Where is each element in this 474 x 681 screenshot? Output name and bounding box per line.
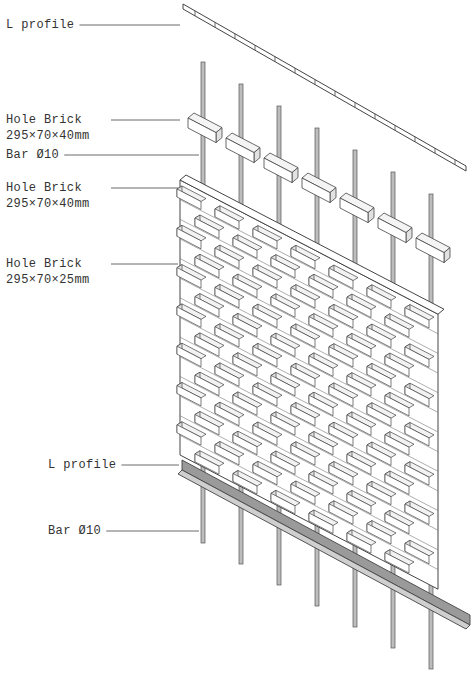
hole-brick <box>226 138 254 163</box>
course-line <box>180 396 438 530</box>
profile-tick <box>355 102 356 107</box>
leader-line <box>121 465 179 466</box>
loose-bricks <box>188 113 450 263</box>
protruding-brick <box>177 307 201 328</box>
course-line <box>180 376 438 510</box>
protruding-brick <box>177 228 201 249</box>
course-line <box>180 318 438 452</box>
course-line <box>180 435 438 569</box>
protruding-brick <box>177 346 201 367</box>
profile-tick <box>395 125 396 130</box>
leader-line <box>106 531 199 532</box>
course-line <box>180 416 438 550</box>
part-label: L profile <box>47 457 117 473</box>
profile-tick <box>195 11 196 16</box>
profile-tick <box>455 160 456 165</box>
hole-brick <box>416 238 444 263</box>
l-profile-outline <box>183 4 466 171</box>
leader-line <box>79 25 180 26</box>
profile-tick <box>415 137 416 142</box>
leader-line <box>111 120 180 121</box>
brick-end <box>444 248 450 263</box>
brick-end <box>330 188 336 203</box>
hole-brick <box>340 198 368 223</box>
course-line <box>180 259 438 393</box>
brick-end <box>406 228 412 243</box>
brick-end <box>292 168 298 183</box>
protruding-brick <box>385 553 409 573</box>
protruding-brick <box>195 454 219 474</box>
hole-brick <box>188 118 216 143</box>
profile-tick <box>335 91 336 96</box>
leader-line <box>111 188 178 189</box>
hole-brick <box>302 178 330 203</box>
protruding-brick <box>271 493 295 514</box>
leader-line <box>111 264 178 265</box>
profile-tick <box>255 45 256 50</box>
course-line <box>180 278 438 412</box>
leader-line <box>64 155 199 156</box>
profile-tick <box>375 114 376 119</box>
protruding-brick <box>177 386 201 406</box>
course-line <box>180 200 438 334</box>
profile-tick <box>215 22 216 27</box>
top-l-profile <box>183 4 466 171</box>
brick-end <box>368 208 374 223</box>
brick-panel <box>177 175 444 589</box>
brick-end <box>216 128 222 143</box>
protruding-brick <box>309 513 333 534</box>
profile-tick <box>295 68 296 73</box>
profile-tick <box>235 34 236 39</box>
part-label: Hole Brick 295×70×40mm <box>5 112 107 144</box>
hole-brick <box>378 218 406 243</box>
protruding-brick <box>177 189 201 210</box>
part-label: Hole Brick 295×70×25mm <box>5 256 107 288</box>
profile-tick <box>315 80 316 85</box>
part-label: Hole Brick 295×70×40mm <box>5 180 107 212</box>
course-line <box>180 239 438 373</box>
hole-brick <box>264 158 292 183</box>
part-label: Bar Ø10 <box>5 147 60 163</box>
protruding-brick <box>177 268 201 289</box>
course-line <box>180 357 438 491</box>
protruding-brick <box>233 474 257 495</box>
protruding-brick <box>177 425 201 445</box>
profile-tick <box>435 148 436 153</box>
part-label: L profile <box>5 17 75 33</box>
course-line <box>180 298 438 432</box>
protruding-brick <box>347 533 371 554</box>
panel-top <box>180 175 444 314</box>
profile-tick <box>275 57 276 62</box>
course-line <box>180 337 438 471</box>
part-label: Bar Ø10 <box>47 523 102 539</box>
brick-end <box>254 148 260 163</box>
